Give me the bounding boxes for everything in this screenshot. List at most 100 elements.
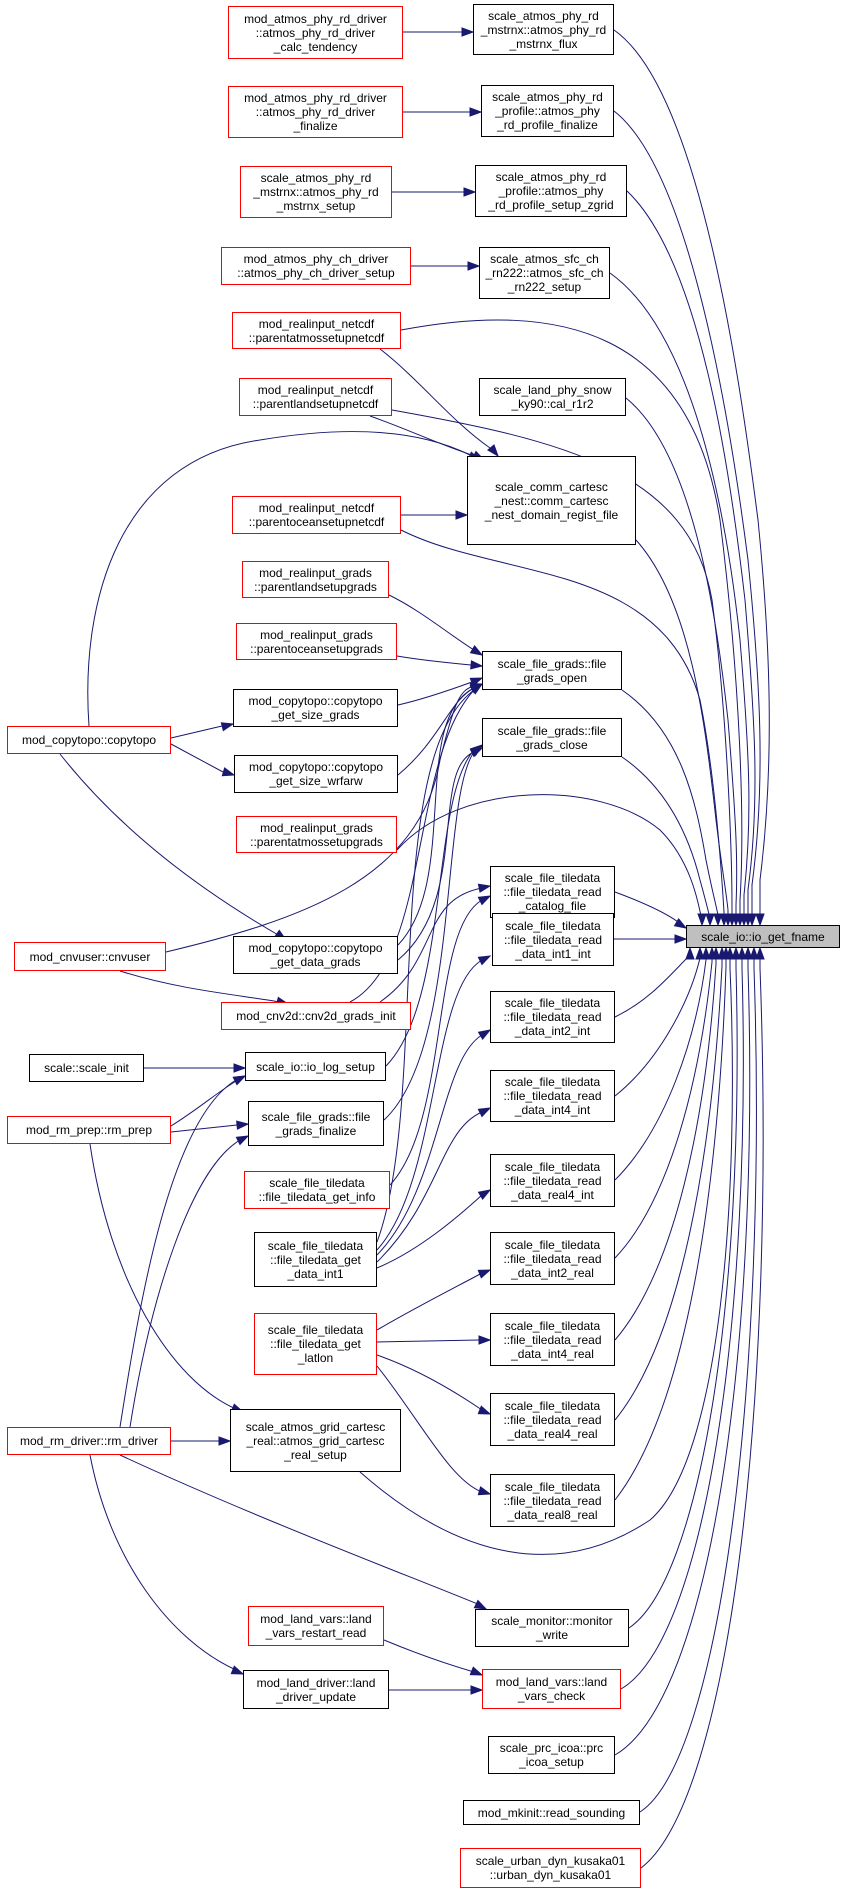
node-snow-cal-r1r2[interactable]: scale_land_phy_snow _ky90::cal_r1r2 [479,378,626,416]
edge-td_latlon-to-td_real4_real-arrowhead [477,1405,492,1415]
node-comm-nest-domain-regist-file[interactable]: scale_comm_cartesc _nest::comm_cartesc _… [467,456,636,545]
edge-td_latlon-to-td_int2_real [376,1272,483,1331]
node-parentlandsetupnetcdf[interactable]: mod_realinput_netcdf ::parentlandsetupne… [239,378,392,416]
edge-td_get_int1-to-td_int1 [376,959,483,1251]
edge-ct_data_grads-to-grads_close [397,751,475,961]
edge-rd_flux-to-target [613,29,770,925]
node-io-get-fname[interactable]: scale_io::io_get_fname [686,925,840,948]
edge-td_int2_real-to-target [614,948,713,1259]
edge-ri_ocean_gr-to-grads_open [396,655,472,666]
edge-comm_nest-to-target [635,539,729,925]
edge-log_setup-to-grads_close [385,749,475,1067]
node-tiledata-get-data-int1[interactable]: scale_file_tiledata ::file_tiledata_get … [254,1232,377,1287]
edge-td_get_info-to-td_catalog [389,899,483,1186]
edge-ct_data_grads-to-grads_open [397,687,475,946]
node-copytopo[interactable]: mod_copytopo::copytopo [7,726,171,754]
edge-rd_drv_fin-to-rd_prof_fin-arrowhead [469,107,483,117]
node-parentatmossetupnetcdf[interactable]: mod_realinput_netcdf ::parentatmossetupn… [232,312,401,349]
edge-rd_flux-to-target-arrowhead [755,913,765,927]
node-cnvuser[interactable]: mod_cnvuser::cnvuser [14,942,166,971]
edge-td_int4-to-target [614,948,701,1097]
node-rd-driver-calc-tendency[interactable]: mod_atmos_phy_rd_driver ::atmos_phy_rd_d… [228,6,403,59]
edge-grads_fin-to-grads_close [383,751,475,1121]
node-read-sounding[interactable]: mod_mkinit::read_sounding [463,1800,640,1825]
node-file-grads-open[interactable]: scale_file_grads::file _grads_open [482,651,622,690]
node-land-vars-restart-read[interactable]: mod_land_vars::land _vars_restart_read [248,1606,384,1646]
node-prc-icoa-setup[interactable]: scale_prc_icoa::prc _icoa_setup [488,1736,615,1774]
edge-cnv2d-to-grads_open [349,689,475,1003]
edge-td_real4_real-to-target [614,948,723,1421]
edge-rm_driver-to-grid_real-arrowhead [218,1436,232,1446]
node-parentlandsetupgrads[interactable]: mod_realinput_grads ::parentlandsetupgra… [242,561,389,598]
edge-grads_fin-to-grads_close-arrowhead [469,745,484,757]
node-parentatmossetupgrads[interactable]: mod_realinput_grads ::parentatmossetupgr… [236,816,397,853]
node-rd-profile-finalize[interactable]: scale_atmos_phy_rd _profile::atmos_phy _… [481,85,614,137]
edge-ch_driver-to-sfc_rn222-arrowhead [467,261,481,271]
edge-grads_open-to-target-arrowhead [713,913,723,927]
edge-rm_prep-to-grid_real [89,1143,237,1410]
node-copytopo-get-data-grads[interactable]: mod_copytopo::copytopo _get_data_grads [233,936,398,974]
node-io-log-setup[interactable]: scale_io::io_log_setup [245,1052,386,1081]
node-rm-prep[interactable]: mod_rm_prep::rm_prep [7,1116,171,1144]
edge-td_get_int1-to-td_int2 [376,1034,483,1256]
node-tiledata-read-data-int4-int[interactable]: scale_file_tiledata ::file_tiledata_read… [490,1070,615,1122]
node-land-driver-update[interactable]: mod_land_driver::land _driver_update [243,1670,389,1709]
edge-monitor-to-target [628,948,738,1629]
edge-td_int4-to-target-arrowhead [695,946,705,960]
node-tiledata-read-data-int4-real[interactable]: scale_file_tiledata ::file_tiledata_read… [490,1313,615,1366]
edge-td_catalog-to-target [614,891,683,926]
edge-rd_calc-to-rd_flux-arrowhead [461,27,475,37]
node-rm-driver[interactable]: mod_rm_driver::rm_driver [7,1427,171,1455]
node-copytopo-get-size-grads[interactable]: mod_copytopo::copytopo _get_size_grads [233,689,398,727]
edge-rm_driver-to-log_setup [119,1079,237,1428]
edge-td_get_int1-to-td_int4-arrowhead [477,1107,492,1118]
node-land-vars-check[interactable]: mod_land_vars::land _vars_check [482,1669,621,1709]
edge-td_get_int1-to-td_int2-arrowhead [477,1029,492,1040]
node-tiledata-get-latlon[interactable]: scale_file_tiledata ::file_tiledata_get … [254,1313,377,1375]
node-file-grads-finalize[interactable]: scale_file_grads::file _grads_finalize [248,1101,384,1146]
node-tiledata-read-data-real4-real[interactable]: scale_file_tiledata ::file_tiledata_read… [490,1393,615,1446]
node-scale-init[interactable]: scale::scale_init [29,1054,144,1082]
edge-td_real8_real-to-target [614,948,727,1501]
edge-copytopo-to-ct_size_wrfarw-arrowhead [221,767,236,777]
node-rd-mstrnx-setup[interactable]: scale_atmos_phy_rd _mstrnx::atmos_phy_rd… [240,166,392,218]
edge-td_get_int1-to-td_int1-arrowhead [477,955,492,966]
node-tiledata-read-data-int2-int[interactable]: scale_file_tiledata ::file_tiledata_read… [490,991,615,1043]
edge-sounding-to-target-arrowhead [749,946,759,960]
node-ch-driver-setup[interactable]: mod_atmos_phy_ch_driver ::atmos_phy_ch_d… [221,247,411,285]
edge-td_int1-to-target-arrowhead [674,934,688,944]
node-urban-dyn-kusaka01[interactable]: scale_urban_dyn_kusaka01 ::urban_dyn_kus… [460,1848,641,1888]
node-parentoceansetupgrads[interactable]: mod_realinput_grads ::parentoceansetupgr… [236,623,397,660]
edge-td_real4-to-target-arrowhead [701,946,711,960]
node-tiledata-get-info[interactable]: scale_file_tiledata ::file_tiledata_get_… [244,1171,390,1209]
edge-cnv2d-to-td_catalog-arrowhead [477,883,492,893]
node-tiledata-read-data-int2-real[interactable]: scale_file_tiledata ::file_tiledata_read… [490,1232,615,1285]
node-tiledata-read-data-real8-real[interactable]: scale_file_tiledata ::file_tiledata_read… [490,1474,615,1527]
edge-grid_real-to-target-arrowhead [725,946,735,960]
node-rd-driver-finalize[interactable]: mod_atmos_phy_rd_driver ::atmos_phy_rd_d… [228,86,403,138]
node-rd-profile-setup-zgrid[interactable]: scale_atmos_phy_rd _profile::atmos_phy _… [475,165,627,217]
node-rd-mstrnx-flux[interactable]: scale_atmos_phy_rd _mstrnx::atmos_phy_rd… [473,4,614,55]
edge-td_get_int1-to-td_real4 [376,1194,483,1269]
edge-grid_real-to-target [359,948,733,1555]
edge-td_latlon-to-td_real4_real [376,1354,483,1411]
node-atmos-grid-cartesc-real-setup[interactable]: scale_atmos_grid_cartesc _real::atmos_gr… [230,1409,401,1472]
edge-td_latlon-to-td_real8_real-arrowhead [477,1486,492,1496]
edge-td_get_int1-to-grads_open-arrowhead [469,683,484,695]
edge-rm_prep-to-grads_fin [170,1124,238,1133]
node-tiledata-read-data-int1-int[interactable]: scale_file_tiledata ::file_tiledata_read… [492,913,614,966]
edge-rm_driver-to-grads_fin-arrowhead [235,1135,250,1146]
edge-ri_ocean_nc-to-target [400,529,725,925]
node-copytopo-get-size-wrfarw[interactable]: mod_copytopo::copytopo _get_size_wrfarw [234,755,398,793]
node-file-grads-close[interactable]: scale_file_grads::file _grads_close [482,718,622,757]
node-tiledata-read-catalog-file[interactable]: scale_file_tiledata ::file_tiledata_read… [490,866,615,918]
node-parentoceansetupnetcdf[interactable]: mod_realinput_netcdf ::parentoceansetupn… [232,496,401,534]
edge-ct_size_grads-to-grads_open [397,681,473,706]
node-sfc-ch-rn222-setup[interactable]: scale_atmos_sfc_ch _rn222::atmos_sfc_ch … [479,247,610,299]
edge-td_latlon-to-td_int4_real [376,1339,480,1343]
edge-td_get_int1-to-grads_open [376,689,475,1243]
node-monitor-write[interactable]: scale_monitor::monitor _write [475,1609,629,1647]
node-cnv2d-grads-init[interactable]: mod_cnv2d::cnv2d_grads_init [221,1002,411,1030]
node-tiledata-read-data-real4-int[interactable]: scale_file_tiledata ::file_tiledata_read… [490,1154,615,1207]
